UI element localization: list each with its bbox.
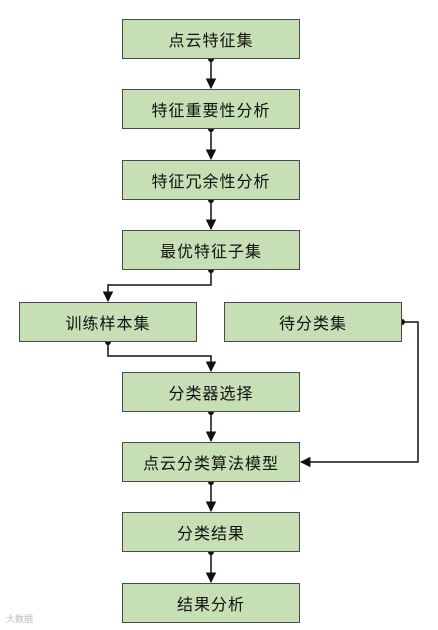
node-point-cloud-feature-set: 点云特征集 [122,19,300,59]
node-point-cloud-classification-model: 点云分类算法模型 [122,442,300,482]
watermark: 大数据 [6,615,34,625]
arrow-4-5 [102,270,212,303]
node-classification-result: 分类结果 [122,512,300,552]
node-training-sample-set: 训练样本集 [19,302,197,342]
node-feature-importance-analysis: 特征重要性分析 [122,89,300,129]
arrow-5-7 [107,342,217,373]
node-optimal-feature-subset: 最优特征子集 [122,230,300,270]
node-result-analysis: 结果分析 [122,583,300,623]
node-classifier-selection: 分类器选择 [122,372,300,412]
node-to-classify-set: 待分类集 [224,302,402,342]
node-feature-redundancy-analysis: 特征冗余性分析 [122,160,300,200]
arrow-6-8 [299,321,419,468]
